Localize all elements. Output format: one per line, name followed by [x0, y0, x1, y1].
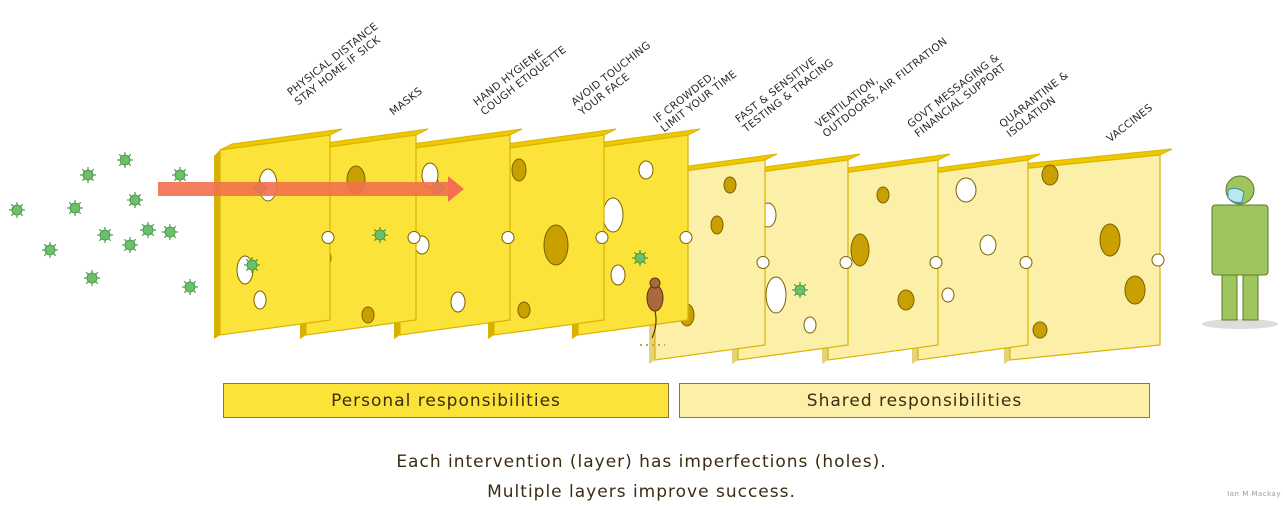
cheese-hole — [1100, 224, 1120, 256]
virus-icon — [97, 227, 113, 243]
cheese-hole — [877, 187, 889, 203]
cheese-hole — [766, 277, 786, 313]
cheese-hole — [804, 317, 816, 333]
virus-icon — [182, 279, 198, 295]
cheese-notch — [502, 232, 514, 244]
caption-line-2: Multiple layers improve success. — [0, 482, 1283, 502]
virus-icon — [792, 282, 808, 298]
cheese-hole — [611, 265, 625, 285]
virus-icon — [372, 227, 388, 243]
face-mask-icon — [1228, 188, 1244, 202]
cheese-hole — [898, 290, 914, 310]
cheese-hole — [1042, 165, 1058, 185]
cheese-notch — [930, 257, 942, 269]
cheese-notch — [596, 232, 608, 244]
virus-icon — [244, 257, 260, 273]
cheese-hole — [544, 225, 568, 265]
virus-icon — [162, 224, 178, 240]
cheese-layer — [1004, 149, 1172, 364]
virus-icon — [117, 152, 133, 168]
virus-icon — [140, 222, 156, 238]
cheese-hole — [711, 216, 723, 234]
cheese-hole — [980, 235, 996, 255]
cheese-notch — [840, 257, 852, 269]
shared-responsibilities-banner: Shared responsibilities — [679, 383, 1150, 418]
cheese-hole — [639, 161, 653, 179]
cheese-layer — [214, 129, 342, 339]
virus-icon — [80, 167, 96, 183]
cheese-hole — [1033, 322, 1047, 338]
cheese-hole — [942, 288, 954, 302]
virus-icon — [172, 167, 188, 183]
cheese-notch — [322, 232, 334, 244]
personal-responsibilities-label: Personal responsibilities — [331, 391, 561, 411]
cheese-hole — [851, 234, 869, 266]
cheese-hole — [603, 198, 623, 232]
cheese-hole — [518, 302, 530, 318]
virus-icon — [42, 242, 58, 258]
virus-icon — [84, 270, 100, 286]
cheese-notch — [1152, 254, 1164, 266]
cheese-hole — [362, 307, 374, 323]
cheese-hole — [254, 291, 266, 309]
virus-icon — [127, 192, 143, 208]
cheese-notch — [1020, 257, 1032, 269]
cheese-notch — [680, 232, 692, 244]
author-credit: Ian M Mackay — [1227, 490, 1281, 498]
cheese-hole — [724, 177, 736, 193]
caption-line-1: Each intervention (layer) has imperfecti… — [0, 452, 1283, 472]
virus-icon — [9, 202, 25, 218]
personal-responsibilities-banner: Personal responsibilities — [223, 383, 669, 418]
virus-icon — [632, 250, 648, 266]
cheese-hole — [956, 178, 976, 202]
cheese-hole — [451, 292, 465, 312]
cheese-notch — [408, 232, 420, 244]
shared-responsibilities-label: Shared responsibilities — [807, 391, 1022, 411]
virus-icon — [67, 200, 83, 216]
cheese-hole — [512, 159, 526, 181]
virus-icon — [122, 237, 138, 253]
cheese-notch — [757, 257, 769, 269]
cheese-hole — [1125, 276, 1145, 304]
